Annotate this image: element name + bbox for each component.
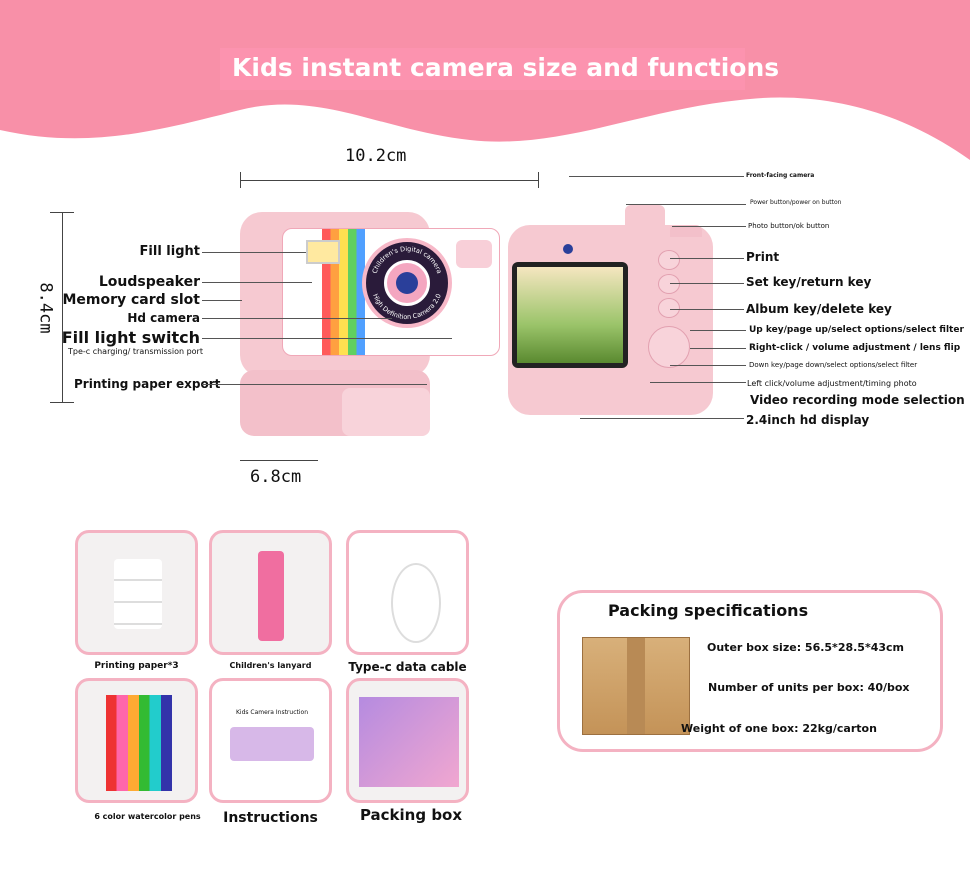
leader-line (670, 365, 746, 366)
accessory-lanyard (209, 530, 332, 655)
label-fill-light-switch: Fill light switch (61, 328, 200, 347)
tick (538, 172, 539, 188)
packing-title: Packing specifications (608, 601, 809, 620)
leader-line (580, 418, 744, 419)
accessory-cable (346, 530, 469, 655)
label-memory-card-slot: Memory card slot (62, 292, 200, 308)
leader-line (672, 226, 746, 227)
label-print: Print (746, 250, 780, 264)
leader-line (690, 330, 746, 331)
leader-line (202, 338, 452, 339)
label-video-mode: Video recording mode selection (750, 393, 965, 407)
caption-lanyard: Children's lanyard (229, 661, 312, 670)
leader-line (202, 300, 242, 301)
accessory-printing-paper (75, 530, 198, 655)
leader-line (690, 348, 746, 349)
leader-line (202, 384, 427, 385)
units-per-box: Number of units per box: 40/box (708, 681, 910, 694)
accessory-pens (75, 678, 198, 803)
leader-line (202, 252, 306, 253)
set-return-button[interactable] (658, 274, 680, 294)
tick (240, 172, 241, 188)
width-line (240, 180, 538, 181)
label-power-button: Power button/power on button (750, 199, 842, 206)
power-button[interactable] (625, 205, 665, 227)
label-set-key: Set key/return key (746, 275, 872, 289)
print-button[interactable] (658, 250, 680, 270)
leader-line (202, 282, 312, 283)
label-down-key: Down key/page down/select options/select… (749, 361, 918, 369)
label-typec-port: Tpe-c charging/ transmission port (68, 347, 203, 356)
caption-pens: 6 color watercolor pens (94, 812, 201, 821)
lens-ring-text: Children's Digital camera High Definitio… (371, 245, 444, 321)
label-fill-light: Fill light (139, 244, 200, 259)
label-loudspeaker: Loudspeaker (98, 274, 200, 290)
loudspeaker (456, 240, 492, 268)
height-dimension: 8.4cm (35, 282, 56, 334)
leader-line (569, 176, 744, 177)
leader-line (670, 258, 744, 259)
ring-top-text: Children's Digital camera (371, 245, 444, 275)
box-image (582, 637, 690, 735)
label-album-key: Album key/delete key (746, 302, 892, 316)
label-display: 2.4inch hd display (746, 413, 870, 427)
leader-line (626, 204, 746, 205)
label-right-click: Right-click / volume adjustment / lens f… (749, 343, 961, 353)
accessory-packing-box (346, 678, 469, 803)
height-line (62, 212, 63, 402)
photo-ok-button[interactable] (670, 225, 702, 237)
caption-instructions: Instructions (223, 810, 318, 826)
leader-line (670, 309, 744, 310)
display-screen (512, 262, 628, 368)
svg-text:High Definition Camera 2.0: High Definition Camera 2.0 (371, 293, 443, 321)
caption-packing-box: Packing box (359, 806, 463, 824)
front-facing-camera (563, 244, 573, 254)
label-front-facing-camera: Front-facing camera (746, 172, 815, 179)
label-hd-camera: Hd camera (127, 311, 200, 325)
fill-light (306, 240, 340, 264)
leader-line (202, 318, 392, 319)
depth-line (240, 460, 318, 461)
manual-title: Kids Camera Instruction (235, 709, 308, 716)
label-up-key: Up key/page up/select options/select fil… (749, 325, 964, 335)
depth-dimension: 6.8cm (250, 467, 302, 487)
paper-slot-cover (342, 388, 430, 436)
tick (50, 212, 74, 213)
label-left-click: Left click/volume adjustment/timing phot… (747, 379, 917, 388)
page-title: Kids instant camera size and functions (220, 48, 779, 90)
width-dimension: 10.2cm (345, 146, 407, 166)
ring-bottom-text: High Definition Camera 2.0 (371, 293, 443, 321)
outer-box-size: Outer box size: 56.5*28.5*43cm (707, 641, 904, 654)
tick (50, 402, 74, 403)
box-weight: Weight of one box: 22kg/carton (681, 722, 877, 735)
accessory-instructions: Kids Camera Instruction (209, 678, 332, 803)
caption-printing-paper: Printing paper*3 (94, 661, 179, 671)
svg-text:Children's Digital camera: Children's Digital camera (371, 245, 444, 275)
caption-cable: Type-c data cable (348, 660, 467, 674)
packing-spec-panel (557, 590, 943, 752)
label-printing-paper-export: Printing paper export (74, 377, 221, 391)
navigation-dpad[interactable] (648, 326, 690, 368)
leader-line (670, 283, 744, 284)
album-delete-button[interactable] (658, 298, 680, 318)
leader-line (650, 382, 746, 383)
label-photo-button: Photo button/ok button (748, 222, 830, 230)
lens-glass (396, 272, 418, 294)
